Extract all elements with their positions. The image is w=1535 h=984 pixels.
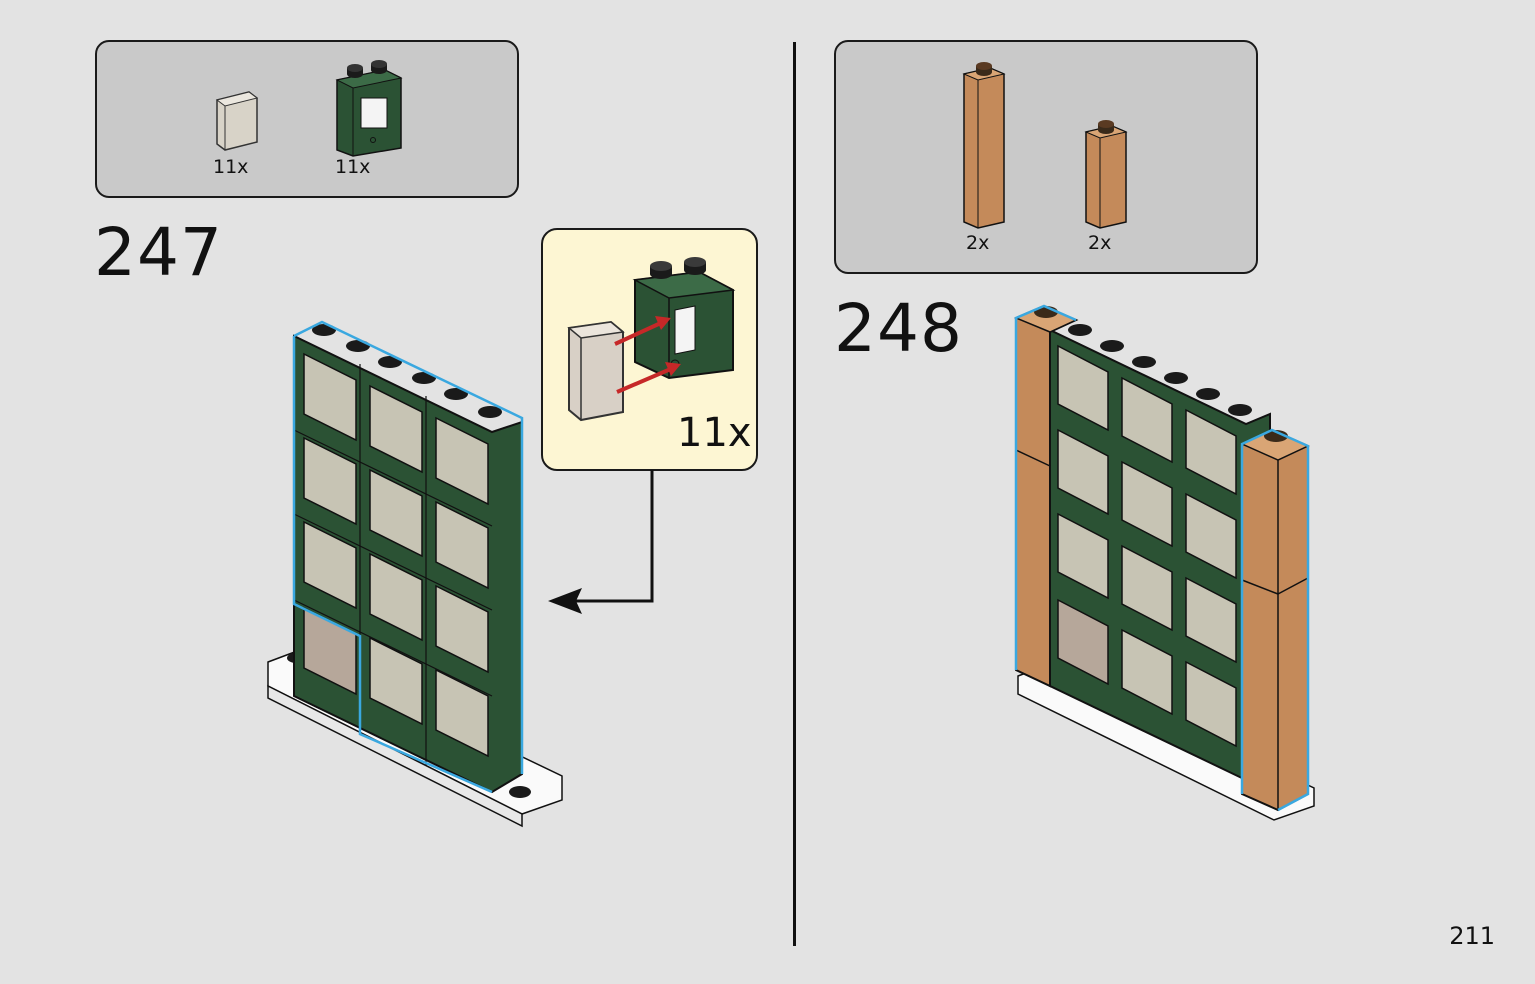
callout-qty: 11x bbox=[677, 410, 752, 456]
step-247-model bbox=[267, 320, 563, 828]
window-frame-qty: 11x bbox=[335, 156, 371, 178]
short-tan-brick-part bbox=[1084, 120, 1128, 229]
callout-pointer-arrow bbox=[548, 470, 654, 614]
callout-assembly-illustration bbox=[567, 257, 736, 422]
short-tan-brick-qty: 2x bbox=[1088, 232, 1112, 254]
sub-assembly-callout: 11x bbox=[541, 228, 758, 471]
glass-panel-part bbox=[215, 91, 259, 151]
glass-panel-qty: 11x bbox=[213, 156, 249, 178]
page-number: 211 bbox=[1449, 922, 1495, 950]
window-frame-part bbox=[335, 60, 403, 157]
parts-list-step-248: 2x 2x bbox=[834, 40, 1258, 274]
step-number-248: 248 bbox=[834, 290, 963, 367]
step-number-247: 247 bbox=[94, 214, 223, 291]
tall-tan-brick-part bbox=[962, 62, 1006, 229]
tall-tan-brick-qty: 2x bbox=[966, 232, 990, 254]
step-248-model bbox=[1014, 304, 1315, 821]
page-divider bbox=[793, 42, 796, 946]
parts-list-step-247: 11x 11x bbox=[95, 40, 519, 198]
